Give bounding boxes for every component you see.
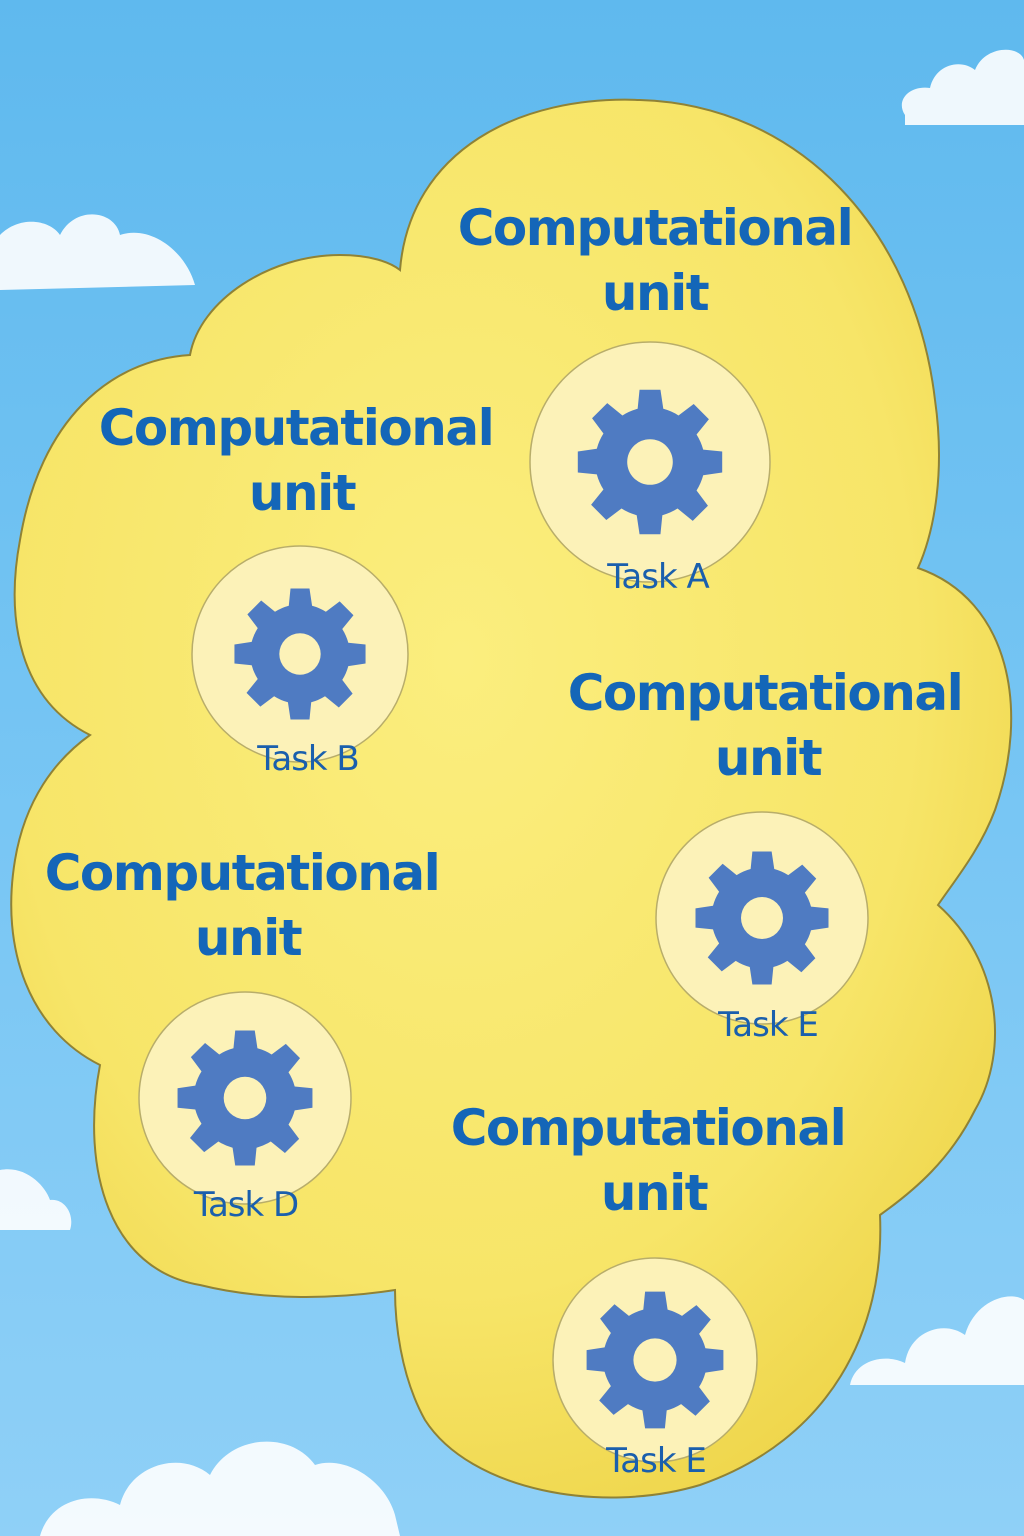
computational-unit-d: Computational unit Task D [45,844,441,1225]
task-label: Task A [606,557,709,597]
unit-disc [191,545,409,763]
unit-label-line2: unit [601,1164,708,1222]
sky-cloud-bottom-left [0,1169,72,1230]
unit-label-line1: Computational [458,199,853,257]
unit-label-line2: unit [715,729,822,787]
sky-cloud-bottom [40,1441,400,1536]
task-label: Task B [256,739,359,779]
task-label: Task E [717,1005,818,1045]
cloud-shape [10,98,1013,1499]
unit-label-line2: unit [195,909,302,967]
unit-label-line2: unit [249,464,356,522]
unit-label-line1: Computational [99,399,494,457]
unit-disc [552,1257,758,1463]
computational-unit-b: Computational unit Task B [99,399,495,779]
computational-unit-e-right: Computational unit Task E [568,664,964,1045]
task-label: Task D [193,1185,298,1225]
unit-disc [529,341,771,583]
computational-unit-a: Computational unit Task A [458,199,854,597]
sky-cloud-bottom-right [850,1296,1024,1385]
task-label: Task E [605,1441,706,1481]
unit-label-line1: Computational [45,844,440,902]
computational-unit-e-bottom: Computational unit Task E [451,1099,847,1481]
sky-cloud-top-right [901,49,1024,125]
unit-disc [138,991,352,1205]
sky-cloud-left [0,214,195,290]
unit-label-line1: Computational [451,1099,846,1157]
unit-label-line2: unit [602,264,709,322]
unit-disc [655,811,869,1025]
unit-label-line1: Computational [568,664,963,722]
